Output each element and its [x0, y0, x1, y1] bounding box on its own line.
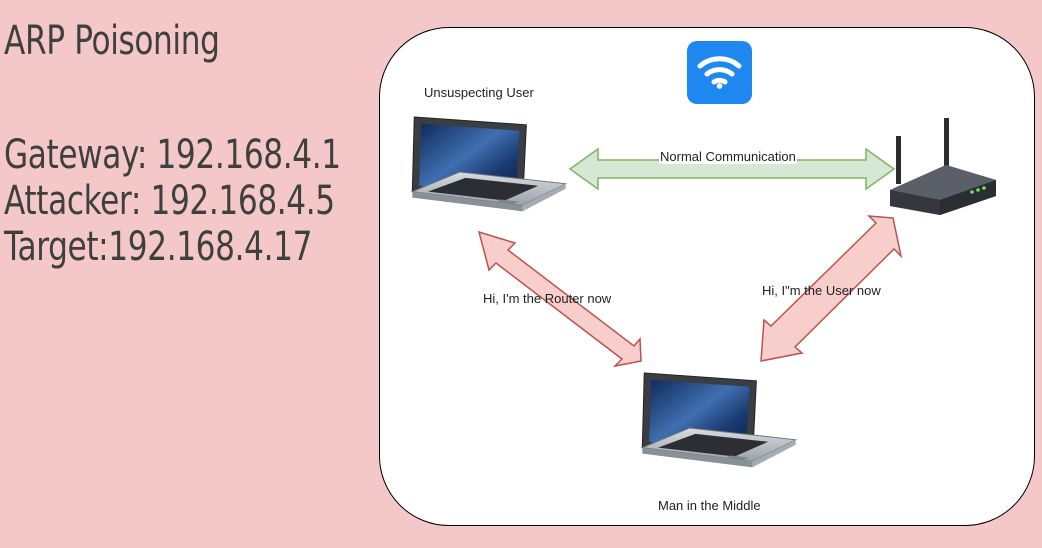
- user-label: Unsuspecting User: [424, 85, 534, 100]
- user-claim-label: Hi, I"m the User now: [762, 283, 881, 298]
- mitm-label: Man in the Middle: [658, 498, 761, 513]
- target-line: Target:192.168.4.17: [4, 224, 313, 270]
- slide-title: ARP Poisoning: [4, 18, 220, 64]
- router-claim-label: Hi, I'm the Router now: [483, 291, 612, 306]
- router-claim-arrow: [477, 230, 642, 368]
- normal-communication-arrow: [568, 147, 896, 191]
- router-icon: [890, 118, 996, 215]
- gateway-line: Gateway: 192.168.4.1: [4, 132, 341, 178]
- normal-communication-label: Normal Communication: [659, 149, 797, 164]
- wifi-icon: [687, 41, 752, 104]
- network-info: Gateway: 192.168.4.1 Attacker: 192.168.4…: [4, 132, 341, 270]
- attacker-line: Attacker: 192.168.4.5: [4, 178, 335, 224]
- user-laptop-icon: [411, 116, 567, 212]
- mitm-laptop-icon: [641, 372, 797, 468]
- user-claim-arrow: [760, 215, 903, 362]
